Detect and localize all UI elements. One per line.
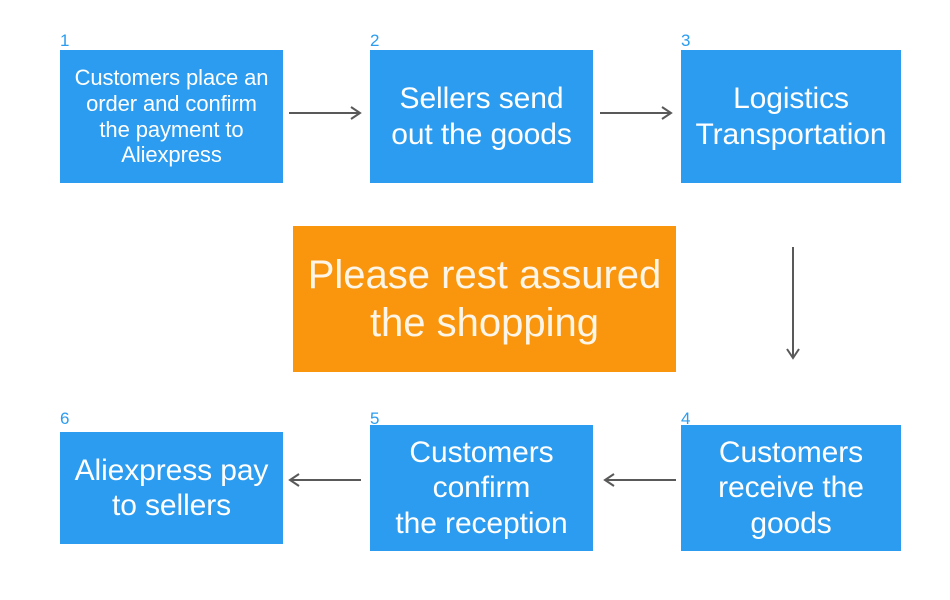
process-node-4[interactable]: Customers receive the goods <box>681 425 901 551</box>
process-node-5[interactable]: Customers confirm the reception <box>370 425 593 551</box>
arrow-left-step4-to-step5 <box>602 471 680 489</box>
arrow-left-step5-to-step6 <box>288 471 367 489</box>
step-number-4: 4 <box>681 409 691 428</box>
arrow-right-step2-to-step3 <box>600 104 676 122</box>
step-number-3: 3 <box>681 31 691 50</box>
step-number-1: 1 <box>60 31 70 50</box>
arrow-down-step3-to-step4 <box>779 247 807 365</box>
highlight-banner: Please rest assured the shopping <box>293 226 676 372</box>
arrow-right-step1-to-step2 <box>289 104 365 122</box>
process-node-6[interactable]: Aliexpress pay to sellers <box>60 432 283 544</box>
process-node-2[interactable]: Sellers send out the goods <box>370 50 593 183</box>
process-node-1[interactable]: Customers place an order and confirm the… <box>60 50 283 183</box>
process-node-3[interactable]: Logistics Transportation <box>681 50 901 183</box>
step-number-6: 6 <box>60 409 70 428</box>
step-number-5: 5 <box>370 409 380 428</box>
step-number-2: 2 <box>370 31 380 50</box>
